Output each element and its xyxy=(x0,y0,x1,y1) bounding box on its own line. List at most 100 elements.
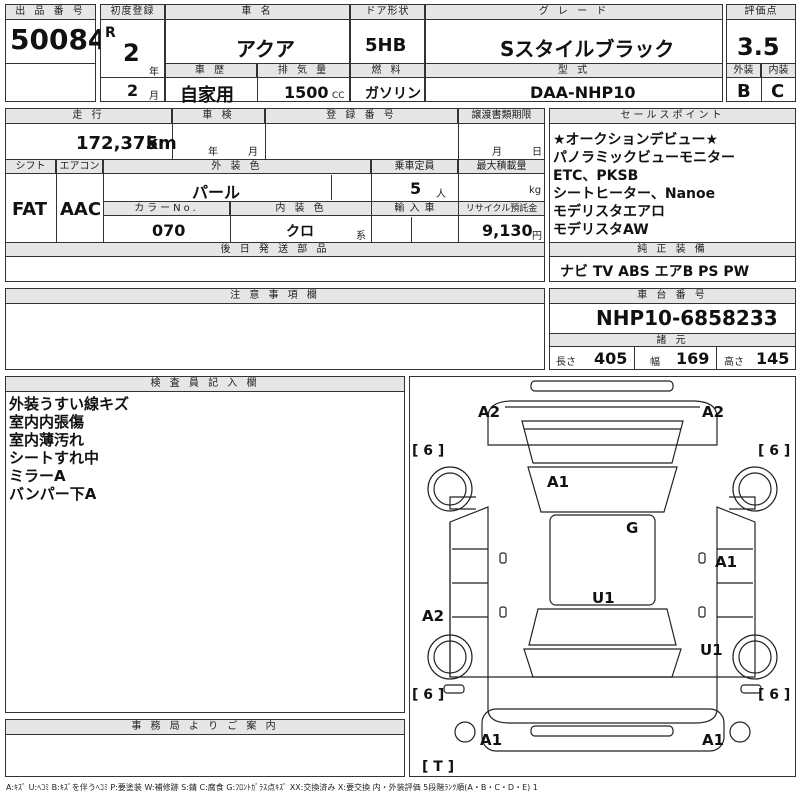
colorno-label: カラーNo. xyxy=(104,202,230,216)
ac-type: AAC xyxy=(60,199,102,220)
notes-box: 注 意 事 項 欄 xyxy=(5,288,545,370)
equipment-items: ナビ TV ABS エアB PS PW xyxy=(560,264,750,280)
transfer-month-unit: 月 xyxy=(492,147,502,158)
interior-label: 内装 xyxy=(762,64,795,78)
displacement-label: 排 気 量 xyxy=(258,64,349,78)
inspector-notes: 外装うすい線キズ 室内内張傷 室内薄汚れ シートすれ中 ミラーA バンパー下A xyxy=(9,395,129,503)
lot-number: 50084 xyxy=(10,23,108,56)
door-type: 5HB xyxy=(365,35,407,56)
door-label: ドア形状 xyxy=(351,5,424,20)
car-name: アクア xyxy=(236,37,295,61)
first-reg-box: 初度登録 R 2 年 2 月 xyxy=(100,4,165,102)
score-box: 評価点 3.5 外装 内装 B C xyxy=(726,4,796,102)
sales-point: パノラミックビューモニター xyxy=(553,150,735,166)
sales-box: セールスポイント ★オークションデビュー★ パノラミックビューモニター ETC、… xyxy=(549,108,796,282)
history-label: 車 歴 xyxy=(166,64,257,78)
length-value: 405 xyxy=(594,349,628,368)
notes-label: 注 意 事 項 欄 xyxy=(6,289,544,304)
displacement-unit: CC xyxy=(332,91,345,101)
intcolor-unit: 系 xyxy=(356,231,366,242)
intcolor-label: 内 装 色 xyxy=(231,202,371,216)
car-name-label: 車 名 xyxy=(166,5,349,20)
width-label: 幅 xyxy=(650,357,660,368)
sales-point: ETC、PKSB xyxy=(553,168,639,184)
inspector-label: 検 査 員 記 入 欄 xyxy=(6,377,404,392)
car-diagram: A2 A2 A1 G A1 U1 A2 U1 A1 A1 [ 6 ] [ 6 ]… xyxy=(412,380,790,775)
capacity-label: 乗車定員 xyxy=(372,160,458,174)
colorno: 070 xyxy=(152,221,186,240)
capacity-unit: 人 xyxy=(436,189,446,200)
mark-a2-left-side: A2 xyxy=(422,607,444,625)
shift-label: シフト xyxy=(6,160,56,174)
color: パール xyxy=(192,183,241,202)
mark-u1-right: U1 xyxy=(700,641,723,659)
transfer-day-unit: 日 xyxy=(532,147,542,158)
later-parts-label: 後 日 発 送 部 品 xyxy=(6,243,544,257)
mark-a1-rear-right: A1 xyxy=(702,731,724,749)
sales-point: ★オークションデビュー★ xyxy=(553,132,719,148)
interior-grade: C xyxy=(771,81,785,102)
tire-rear-left: [ 6 ] xyxy=(412,687,444,703)
inspector-line: シートすれ中 xyxy=(9,449,100,467)
office-box: 事 務 局 よ り ご 案 内 xyxy=(5,719,405,777)
spare-tire: [ T ] xyxy=(422,759,454,775)
mark-a1-roof: A1 xyxy=(547,473,569,491)
year-unit: 年 xyxy=(149,67,159,78)
shift: FAT xyxy=(12,199,48,220)
mileage: 172,375 xyxy=(76,133,158,154)
exterior-grade: B xyxy=(737,81,751,102)
equipment-label: 純 正 装 備 xyxy=(550,243,795,257)
specs-label: 諸 元 xyxy=(550,334,795,347)
ac-label: エアコン xyxy=(57,160,103,174)
score-label: 評価点 xyxy=(727,5,795,20)
month-unit: 月 xyxy=(149,91,159,102)
grade: Sスタイルブラック xyxy=(500,37,675,61)
first-reg-label: 初度登録 xyxy=(101,5,164,20)
car-name-box: 車 名 アクア 車 歴 排 気 量 自家用 1500 CC xyxy=(165,4,350,106)
inspection-label: 車 検 xyxy=(173,109,265,124)
inspector-line: 室内内張傷 xyxy=(9,413,85,431)
chassis-box: 車 台 番 号 NHP10-6858233 諸 元 長さ 405 幅 169 高… xyxy=(549,288,796,370)
import-label: 輸 入 車 xyxy=(372,202,458,216)
inspector-line: 外装うすい線キズ xyxy=(9,395,130,413)
sales-point: モデリスタAW xyxy=(553,222,649,238)
displacement: 1500 xyxy=(284,83,329,102)
chassis-label: 車 台 番 号 xyxy=(550,289,795,304)
inspector-line: バンパー下A xyxy=(9,485,97,503)
inspector-line: ミラーA xyxy=(9,467,66,485)
sales-label: セールスポイント xyxy=(550,109,795,124)
reg-year: 2 xyxy=(123,39,140,67)
color-label: 外 装 色 xyxy=(104,160,371,174)
tire-rear-right: [ 6 ] xyxy=(758,687,790,703)
inspection-year-unit: 年 xyxy=(208,147,218,158)
history: 自家用 xyxy=(180,85,234,106)
score: 3.5 xyxy=(737,33,780,61)
recycle-unit: 円 xyxy=(532,231,542,242)
details-box: 走 行 車 検 登 録 番 号 譲渡書類期限 172,375 km 年 月 月 … xyxy=(5,108,545,282)
lot-label: 出 品 番 号 xyxy=(6,5,95,20)
grade-label: グ レ ー ド xyxy=(426,5,722,20)
era: R xyxy=(105,25,116,41)
model: DAA-NHP10 xyxy=(530,83,636,102)
sales-point: モデリスタエアロ xyxy=(553,204,665,220)
mark-u1-center: U1 xyxy=(592,589,615,607)
intcolor: クロ xyxy=(286,224,314,240)
tire-front-right: [ 6 ] xyxy=(758,443,790,459)
mark-a2-front-left: A2 xyxy=(478,403,500,421)
height-label: 高さ xyxy=(724,357,744,368)
transfer-label: 譲渡書類期限 xyxy=(459,109,544,124)
maxload-unit: kg xyxy=(529,185,542,196)
car-diagram-box: A2 A2 A1 G A1 U1 A2 U1 A1 A1 [ 6 ] [ 6 ]… xyxy=(409,376,796,777)
mark-g-glass: G xyxy=(626,519,638,537)
chassis-number: NHP10-6858233 xyxy=(596,306,778,330)
office-label: 事 務 局 よ り ご 案 内 xyxy=(6,720,404,735)
plate-label: 登 録 番 号 xyxy=(266,109,458,124)
maxload-label: 最大積載量 xyxy=(459,160,544,174)
grade-box: グ レ ー ド Sスタイルブラック 型 式 DAA-NHP10 xyxy=(425,4,723,102)
fuel: ガソリン xyxy=(365,86,421,102)
inspection-month-unit: 月 xyxy=(248,147,258,158)
legend: A:ｷｽﾞ U:ﾍｺﾐ B:ｷｽﾞを伴うﾍｺﾐ P:要塗装 W:補修跡 S:錆 … xyxy=(6,783,538,792)
mark-a1-right-side: A1 xyxy=(715,553,737,571)
mark-a2-front-right: A2 xyxy=(702,403,724,421)
